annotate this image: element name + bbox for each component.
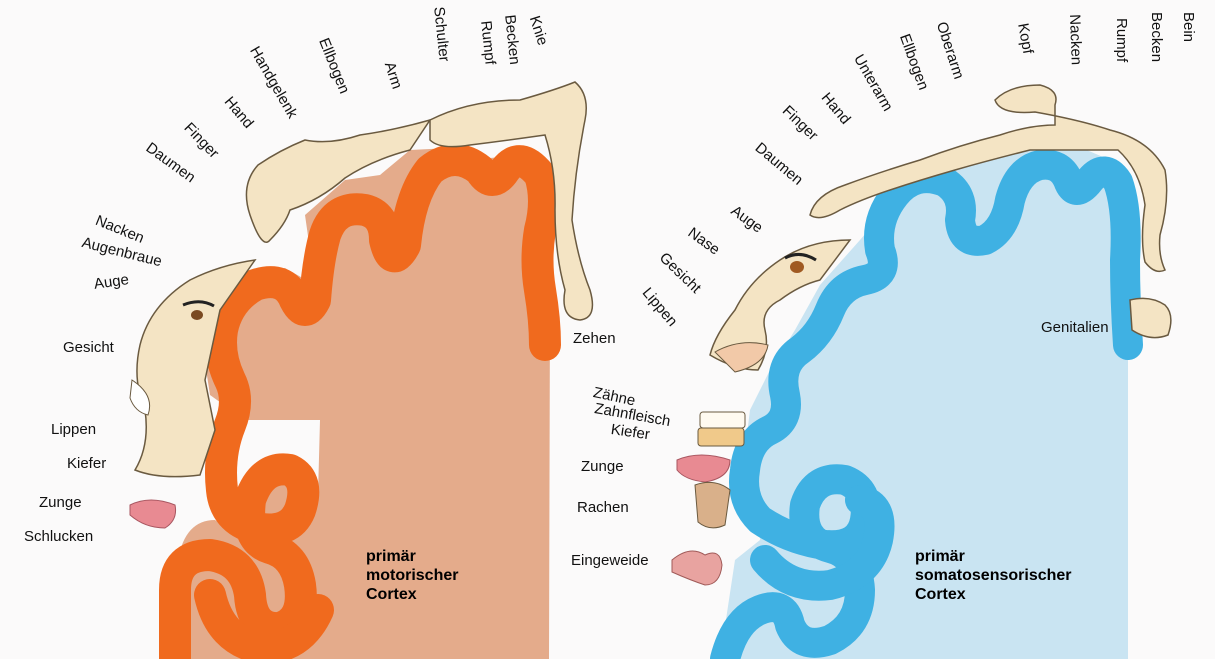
label-becken-sensory: Becken [1149,12,1164,62]
motor-cortex-title: primär motorischer Cortex [366,547,458,604]
sensory-homunculus-pharynx [695,482,730,527]
label-eingeweide: Eingeweide [571,553,649,568]
label-rachen: Rachen [577,500,629,515]
motor-homunculus-pupil [191,310,203,320]
motor-title-line-3: Cortex [366,585,458,604]
label-lippen: Lippen [51,422,96,437]
label-rumpf-sensory: Rumpf [1114,18,1129,62]
label-bein: Bein [1181,12,1196,42]
label-genitalien: Genitalien [1041,320,1109,335]
label-zunge-sensory: Zunge [581,459,624,474]
sensory-homunculus-gums [698,428,744,446]
sensory-title-line-2: somatosensorischer [915,566,1072,585]
sensory-homunculus-teeth [700,412,745,428]
sensory-title-line-1: primär [915,547,1072,566]
label-kiefer: Kiefer [67,456,106,471]
sensory-cortex-title: primär somatosensorischer Cortex [915,547,1072,604]
motor-title-line-2: motorischer [366,566,458,585]
sensory-title-line-3: Cortex [915,585,1072,604]
label-schlucken: Schlucken [24,529,93,544]
label-zehen: Zehen [573,331,616,346]
label-gesicht: Gesicht [63,340,114,355]
label-zunge: Zunge [39,495,82,510]
motor-title-line-1: primär [366,547,458,566]
label-rumpf: Rumpf [478,20,498,66]
label-nacken-sensory: Nacken [1067,14,1084,65]
sensory-homunculus-pupil [790,261,804,273]
sensory-homunculus-foot [1130,298,1171,337]
